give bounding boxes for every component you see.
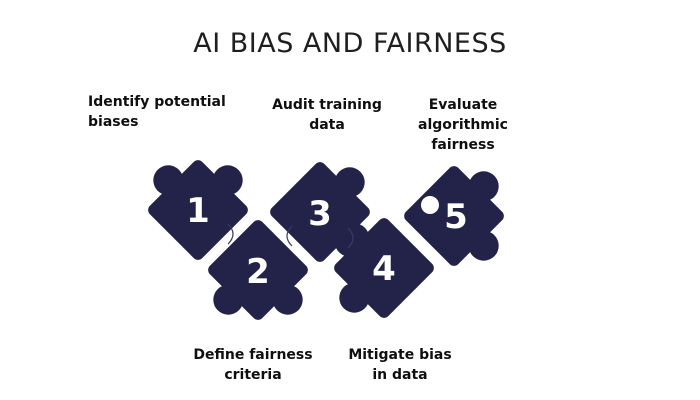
puzzle-piece-5 <box>404 166 504 266</box>
step-3-label-line-1: Audit training <box>272 97 382 113</box>
step-3-label: Audit training data <box>262 95 392 135</box>
step-1-number: 1 <box>186 191 210 231</box>
step-5-number: 5 <box>444 197 468 237</box>
step-4-label-line-2: in data <box>372 367 428 383</box>
step-4-number: 4 <box>372 249 396 289</box>
step-5-label-line-2: algorithmic <box>418 117 508 133</box>
step-5-label: Evaluate algorithmic fairness <box>393 95 533 155</box>
diagram-title: AI BIAS AND FAIRNESS <box>193 28 507 59</box>
puzzle-piece-4 <box>334 218 434 318</box>
step-5-label-line-3: fairness <box>431 137 495 153</box>
puzzle-piece-1 <box>148 160 248 260</box>
step-2-number: 2 <box>246 252 270 292</box>
step-4-label-line-1: Mitigate bias <box>348 347 452 363</box>
step-2-label-line-2: criteria <box>224 367 282 383</box>
step-3-number: 3 <box>308 194 332 234</box>
step-1-label-line-2: biases <box>88 114 139 130</box>
seam-3-4 <box>347 227 354 249</box>
step-3-label-line-2: data <box>309 117 345 133</box>
step-2-label: Define fairness criteria <box>178 345 328 385</box>
step-4-label: Mitigate bias in data <box>335 345 465 385</box>
piece-5-notch <box>421 196 439 214</box>
step-2-label-line-1: Define fairness <box>193 347 313 363</box>
step-1-label-line-1: Identify potential <box>88 94 226 110</box>
step-5-label-line-1: Evaluate <box>428 97 498 113</box>
seam-2-3 <box>286 225 293 247</box>
puzzle-piece-2 <box>208 220 308 320</box>
step-1-label: Identify potential biases <box>88 92 228 132</box>
seam-1-2 <box>227 223 234 245</box>
